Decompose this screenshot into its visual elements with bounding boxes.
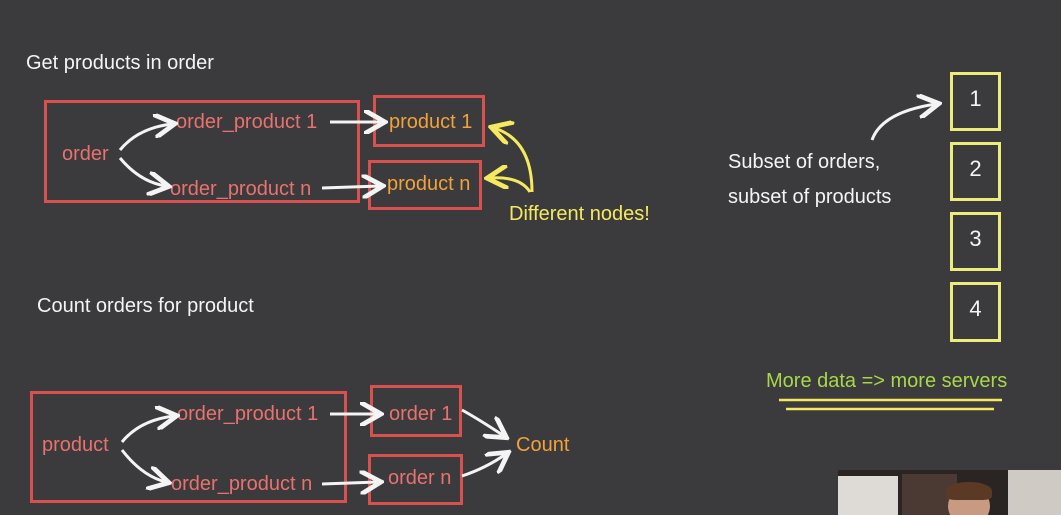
- server-node-2: 2: [950, 142, 1001, 201]
- yellow-arrow-to-product1: [494, 128, 534, 193]
- arrow-product-to-op1: [120, 416, 174, 443]
- count-label: Count: [516, 434, 570, 456]
- yellow-arrow-to-productn: [490, 178, 532, 193]
- arrow-ordern-to-count: [461, 454, 506, 478]
- product-n-label: product n: [387, 173, 471, 195]
- more-data-footer: More data => more servers: [766, 370, 1008, 392]
- section-title-count-orders: Count orders for product: [37, 295, 254, 317]
- arrow-opn-to-ordern: [321, 482, 378, 484]
- order-product-1-label: order_product 1: [176, 111, 318, 133]
- order-product-n-label: order_product n: [170, 178, 312, 200]
- section-title-get-products: Get products in order: [26, 52, 214, 74]
- order-1-label: order 1: [389, 403, 453, 425]
- subset-caption-line1: Subset of orders,: [728, 151, 881, 173]
- product-group-box: [30, 391, 347, 503]
- arrow-order1-to-count: [461, 408, 504, 436]
- order-product-1-label-bottom: order_product 1: [177, 403, 319, 425]
- arrow-caption-to-node1: [870, 104, 936, 141]
- server-node-1: 1: [950, 72, 1001, 131]
- server-node-3: 3: [950, 212, 1001, 271]
- server-node-3-label: 3: [969, 226, 982, 251]
- order-label: order: [62, 143, 109, 165]
- arrow-product-to-opn: [120, 449, 166, 482]
- webcam-wall: [838, 476, 898, 515]
- presenter-hair: [946, 482, 992, 500]
- product-1-label: product 1: [389, 111, 473, 133]
- arrow-opn-to-productn: [321, 186, 380, 188]
- order-group-box: [44, 100, 360, 203]
- webcam-background: [1008, 470, 1061, 515]
- server-node-4: 4: [950, 282, 1001, 342]
- order-product-n-label-bottom: order_product n: [171, 473, 313, 495]
- arrow-order-to-op1: [118, 124, 172, 151]
- order-n-label: order n: [388, 467, 452, 489]
- subset-caption-line2: subset of products: [728, 186, 892, 208]
- arrow-order-to-opn: [118, 157, 166, 186]
- different-nodes-note: Different nodes!: [509, 203, 650, 225]
- server-node-2-label: 2: [969, 156, 982, 181]
- server-node-4-label: 4: [969, 296, 982, 321]
- server-node-1-label: 1: [969, 86, 982, 111]
- webcam-inset: [838, 470, 1061, 515]
- product-label: product: [42, 434, 109, 456]
